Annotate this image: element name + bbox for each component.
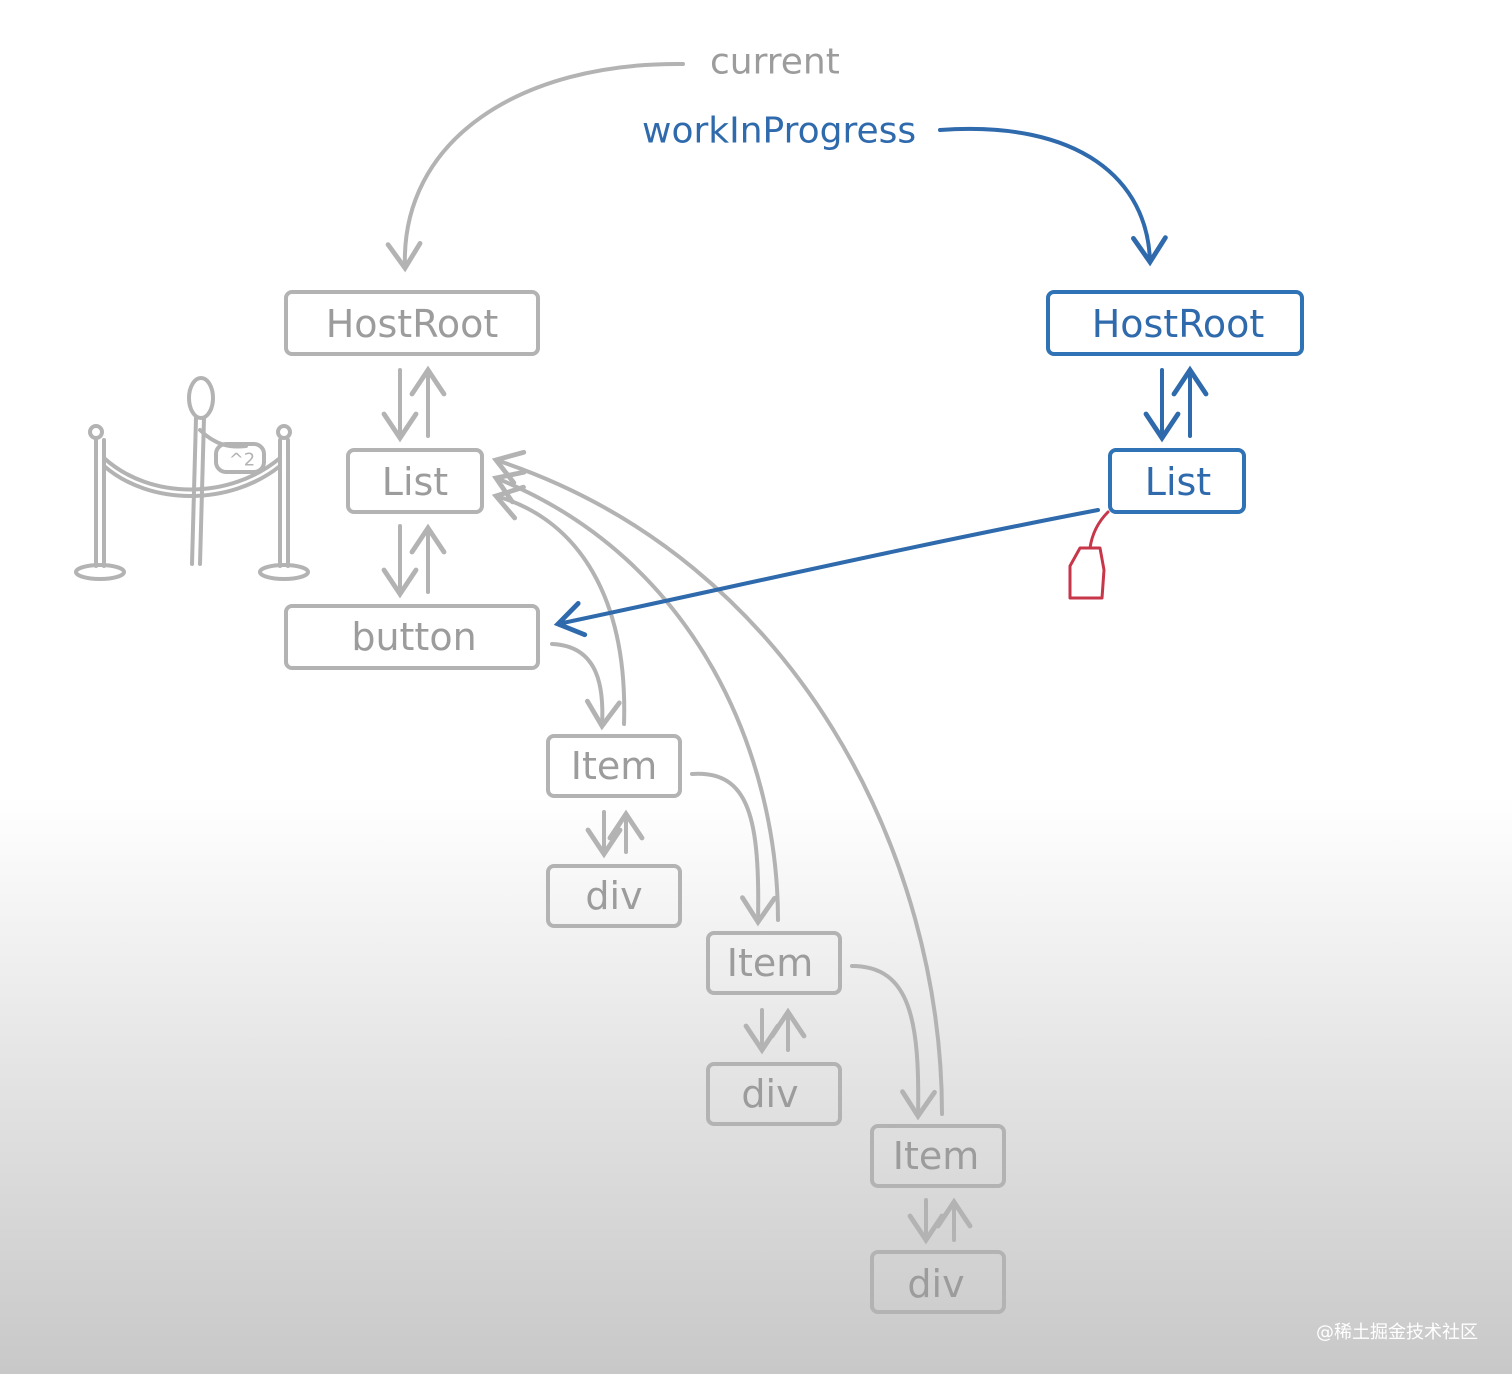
watermark: @稀土掘金技术社区 [1316, 1322, 1478, 1343]
node-label: List [1145, 460, 1211, 504]
node-label: HostRoot [1092, 302, 1265, 346]
current-item-3-node: Item [870, 1124, 1006, 1188]
figure-badge-text: ^2 [229, 450, 256, 471]
current-div-1-node: div [546, 864, 682, 928]
current-list-node: List [346, 448, 484, 514]
stanchion-right-icon [258, 424, 310, 581]
item3-div3-link [907, 1197, 973, 1245]
node-label: Item [893, 1134, 980, 1178]
node-label: Item [571, 744, 658, 788]
item2-return-arrow [491, 469, 780, 922]
item3-return-arrow [491, 449, 944, 1116]
wip-host-root-node: HostRoot [1046, 290, 1304, 356]
current-item-1-node: Item [546, 734, 682, 798]
node-label: Item [727, 941, 814, 985]
hostroot-list-link [381, 365, 447, 443]
node-label: div [741, 1072, 798, 1116]
current-pointer-arrow [385, 61, 685, 273]
list-button-link [381, 523, 447, 599]
work-in-progress-pointer-arrow [938, 126, 1168, 267]
item1-item2-sibling-arrow [690, 771, 777, 927]
work-in-progress-pointer-label: workInProgress [642, 111, 916, 152]
button-item1-sibling-arrow [550, 642, 622, 731]
item1-return-arrow [491, 484, 627, 726]
node-label: div [585, 874, 642, 918]
node-label: div [907, 1262, 964, 1306]
current-div-3-node: div [870, 1250, 1006, 1314]
wip-list-child-arrow [553, 508, 1100, 638]
current-host-root-node: HostRoot [284, 290, 540, 356]
item1-div1-link [585, 809, 645, 859]
item2-item3-sibling-arrow [850, 964, 937, 1121]
tag-icon [1068, 510, 1110, 600]
current-button-node: button [284, 604, 540, 670]
node-label: List [382, 460, 448, 504]
current-item-2-node: Item [706, 931, 842, 995]
node-label: HostRoot [326, 302, 499, 346]
current-pointer-label: current [710, 42, 840, 83]
stick-figure-icon [187, 376, 266, 566]
wip-list-node: List [1108, 448, 1246, 514]
current-div-2-node: div [706, 1062, 842, 1126]
stanchion-left-icon [74, 424, 126, 581]
node-label: button [351, 615, 476, 659]
wip-hostroot-list-link [1143, 365, 1209, 443]
rope-barrier-figure-icon: ^2 [74, 376, 310, 581]
item2-div2-link [743, 1007, 807, 1055]
